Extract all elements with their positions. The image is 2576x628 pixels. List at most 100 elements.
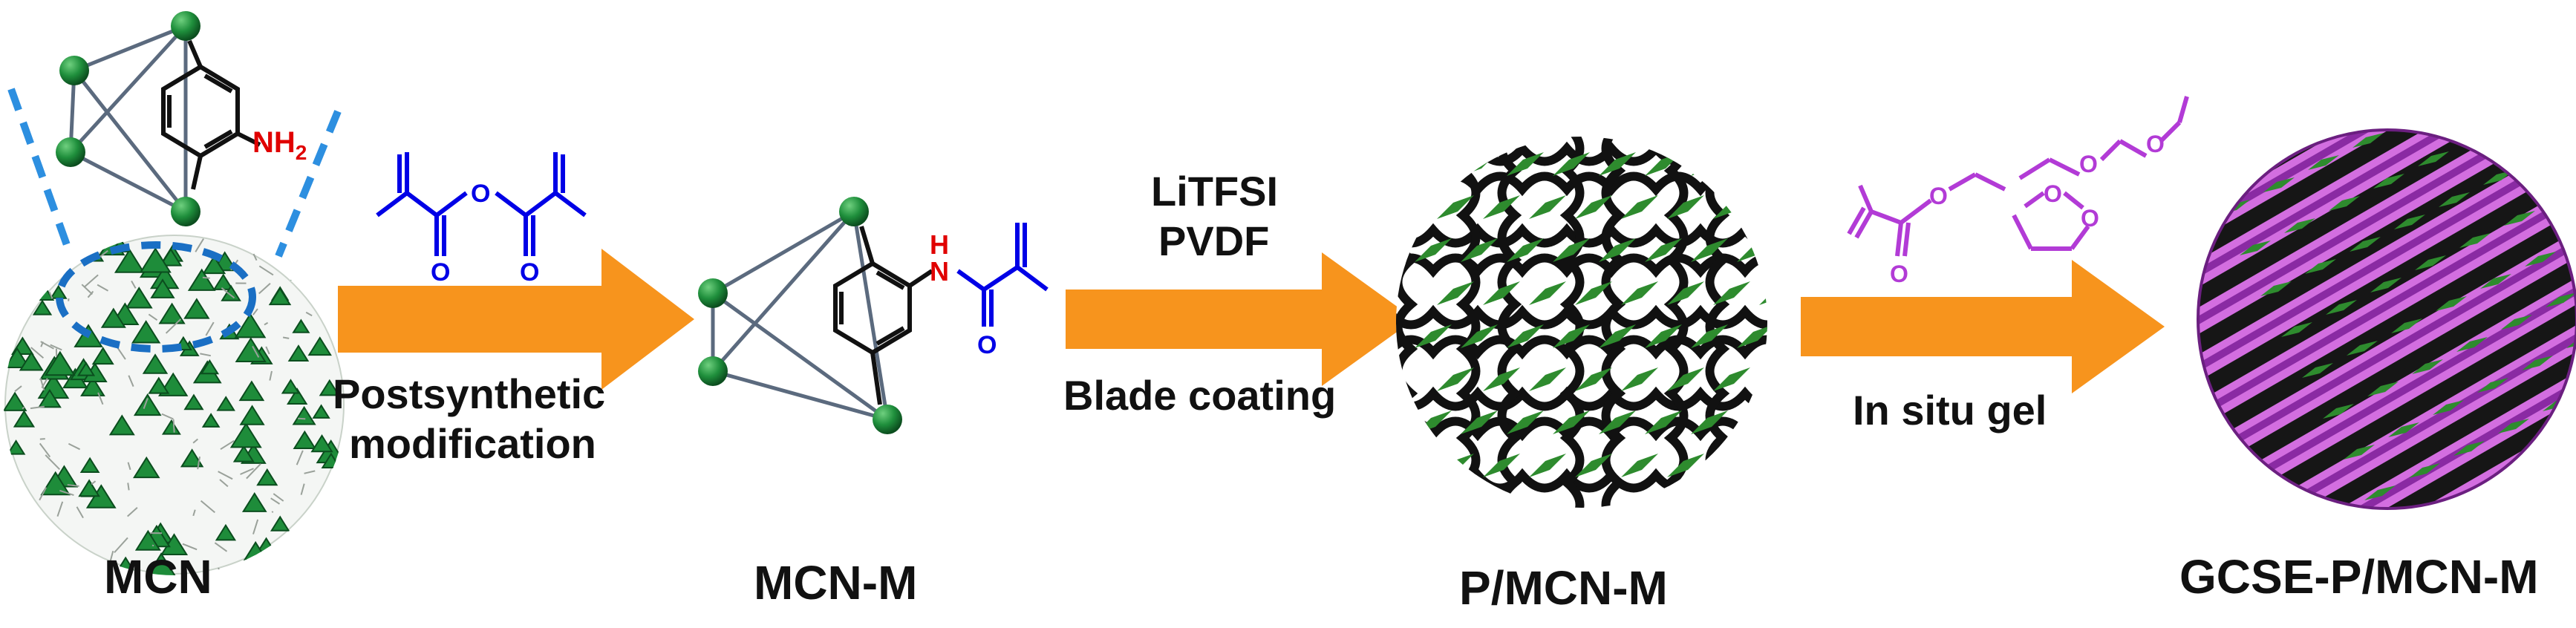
arrow-2 (1066, 252, 1415, 386)
mof-particle (1575, 367, 1612, 391)
mof-particle (1507, 411, 1544, 434)
cluster-node (13, 410, 36, 428)
mof-particle (2480, 274, 2511, 289)
mof-particle (2436, 296, 2467, 311)
mof-particle (1599, 238, 1636, 262)
mof-particle (2409, 463, 2440, 478)
linker (246, 463, 261, 480)
arrow-1-label-line1: Postsynthetic (333, 370, 606, 417)
mof-particle (1599, 152, 1636, 176)
cluster-node (216, 396, 235, 411)
mof-particle (2525, 252, 2556, 266)
methacrylic-anhydride (376, 152, 587, 256)
cluster-node (125, 287, 153, 309)
linker (240, 468, 254, 475)
mof-particle (2418, 151, 2449, 166)
linker (197, 457, 201, 470)
cluster-node (310, 434, 333, 453)
linker (304, 470, 316, 474)
polymer-fiber (1396, 386, 1767, 411)
mof-particle (2439, 192, 2470, 207)
cluster-node (232, 445, 255, 462)
mof-particle (2311, 51, 2342, 66)
linker (330, 274, 333, 278)
linker (282, 336, 290, 339)
mof-particle (1575, 195, 1612, 219)
cluster-with-aminophenyl: NH2 (56, 11, 307, 226)
mof-particle (2201, 55, 2232, 70)
mof-particle (2572, 130, 2576, 140)
mof-particle (1575, 454, 1612, 477)
linker (13, 299, 22, 315)
mof-particle (2415, 255, 2446, 270)
linker (264, 321, 269, 326)
cluster-node (32, 299, 53, 315)
linker (109, 550, 114, 562)
cluster-node (293, 430, 317, 450)
cluster-node (100, 307, 126, 328)
mof-particle (2519, 459, 2550, 474)
cluster-node (270, 515, 290, 531)
mof-particle (1461, 411, 1498, 434)
p-mcn-m-membrane (1396, 137, 1767, 508)
mof-particle (2347, 341, 2378, 356)
linker (300, 483, 305, 495)
cluster-node (15, 542, 48, 568)
mof-particle (1553, 411, 1590, 434)
linker (220, 439, 235, 451)
cluster-node (290, 261, 314, 281)
linker (182, 543, 198, 551)
mof-particle (1529, 195, 1566, 219)
linker (68, 442, 81, 451)
mof-particle (2156, 77, 2188, 92)
mof-particle (1461, 324, 1498, 348)
stage-label-mcn-m: MCN-M (754, 556, 918, 609)
mof-particle (1415, 152, 1452, 176)
mof-particle (2400, 7, 2431, 22)
linker (252, 253, 258, 261)
mof-particle (2305, 259, 2336, 274)
mof-particle (2453, 441, 2485, 456)
linker (311, 520, 322, 537)
linker (87, 290, 94, 298)
cluster-node (256, 468, 278, 486)
mcn-framework (4, 234, 345, 575)
mof-particle (1667, 281, 1704, 305)
mof-particle (1621, 367, 1658, 391)
mof-particle (1599, 411, 1636, 434)
mof-particle (2528, 148, 2559, 163)
mof-particle (2486, 66, 2517, 81)
mof-particle (1529, 454, 1566, 477)
mof-particle (1483, 454, 1520, 477)
linker (22, 406, 25, 410)
mof-particle (2284, 218, 2315, 233)
pegma-o2: O (2079, 151, 2098, 177)
mof-particle (2421, 48, 2452, 62)
linker (39, 378, 45, 391)
mof-particle (2344, 445, 2375, 459)
mof-particle (1575, 281, 1612, 305)
dioxolane (2012, 191, 2090, 251)
cluster-node (27, 234, 54, 252)
mof-particle (1621, 281, 1658, 305)
stage-label-gcse: GCSE-P/MCN-M (2179, 550, 2539, 604)
cluster-node (241, 492, 267, 512)
cluster-node (187, 268, 216, 291)
cluster-node (287, 387, 308, 405)
mof-particle (2350, 237, 2381, 252)
mof-particle (2240, 241, 2271, 255)
cluster-node (286, 549, 310, 569)
linker (39, 442, 51, 458)
mof-particle (1713, 281, 1750, 305)
mof-particle (1759, 367, 1767, 391)
mof-particle (2281, 322, 2312, 337)
cluster-node (159, 248, 183, 266)
mof-particle (1437, 367, 1474, 391)
cluster-node (76, 362, 96, 376)
anhydride-o-bridge: O (471, 180, 490, 208)
polymer-fiber (1396, 416, 1767, 442)
mof-particle (2352, 133, 2384, 148)
linker (131, 280, 137, 289)
mof-particle (2442, 88, 2473, 103)
linker (30, 405, 45, 410)
